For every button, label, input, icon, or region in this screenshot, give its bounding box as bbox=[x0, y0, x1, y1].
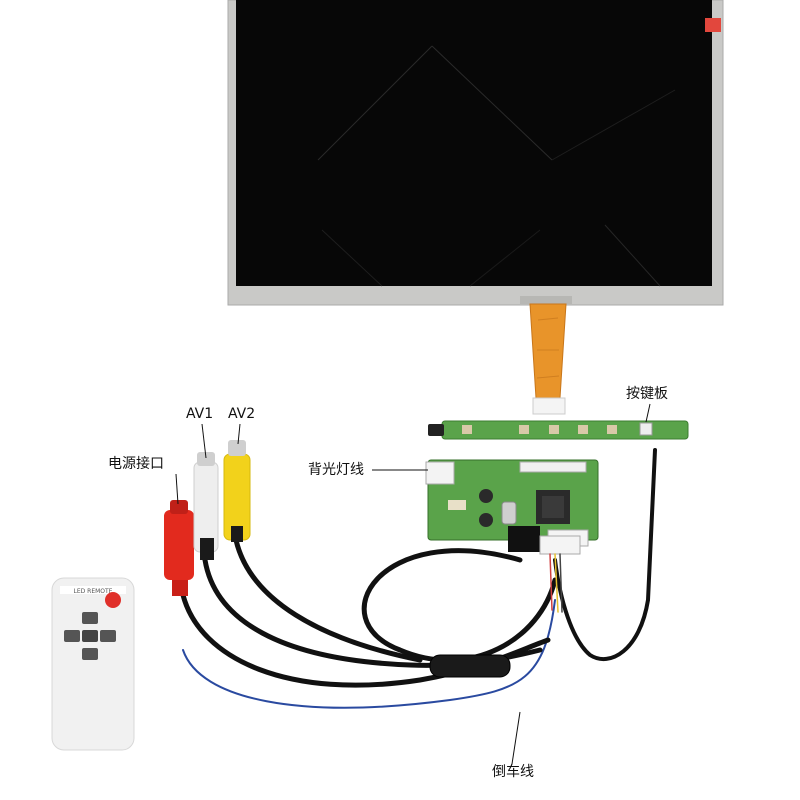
remote-down-button bbox=[82, 648, 98, 660]
remote-up-button bbox=[82, 612, 98, 624]
main-cable bbox=[361, 548, 558, 663]
dc-power-connector bbox=[164, 500, 194, 596]
label-av1: AV1 bbox=[186, 406, 214, 422]
reverse-wire bbox=[182, 599, 556, 709]
lcd-panel bbox=[227, 0, 724, 306]
remote-right-button bbox=[100, 630, 116, 642]
fpc-ribbon bbox=[529, 303, 567, 415]
key-board bbox=[428, 420, 689, 440]
av1-rca-connector bbox=[193, 452, 219, 560]
av2-rca-connector bbox=[223, 440, 251, 542]
connectors bbox=[164, 440, 251, 596]
remote-ok-button bbox=[82, 630, 98, 642]
remote-power-button bbox=[105, 592, 121, 608]
cables bbox=[180, 448, 657, 709]
label-reverse-wire: 倒车线 bbox=[492, 764, 534, 780]
remote-header: LED REMOTE bbox=[74, 588, 113, 595]
label-power-port: 电源接口 bbox=[108, 456, 164, 472]
lcd-screen bbox=[236, 0, 712, 286]
remote-left-button bbox=[64, 630, 80, 642]
label-backlight-wire: 背光灯线 bbox=[308, 462, 364, 478]
label-av2: AV2 bbox=[228, 406, 256, 422]
ir-remote: LED REMOTE bbox=[51, 577, 135, 751]
label-key-board: 按键板 bbox=[626, 386, 668, 402]
